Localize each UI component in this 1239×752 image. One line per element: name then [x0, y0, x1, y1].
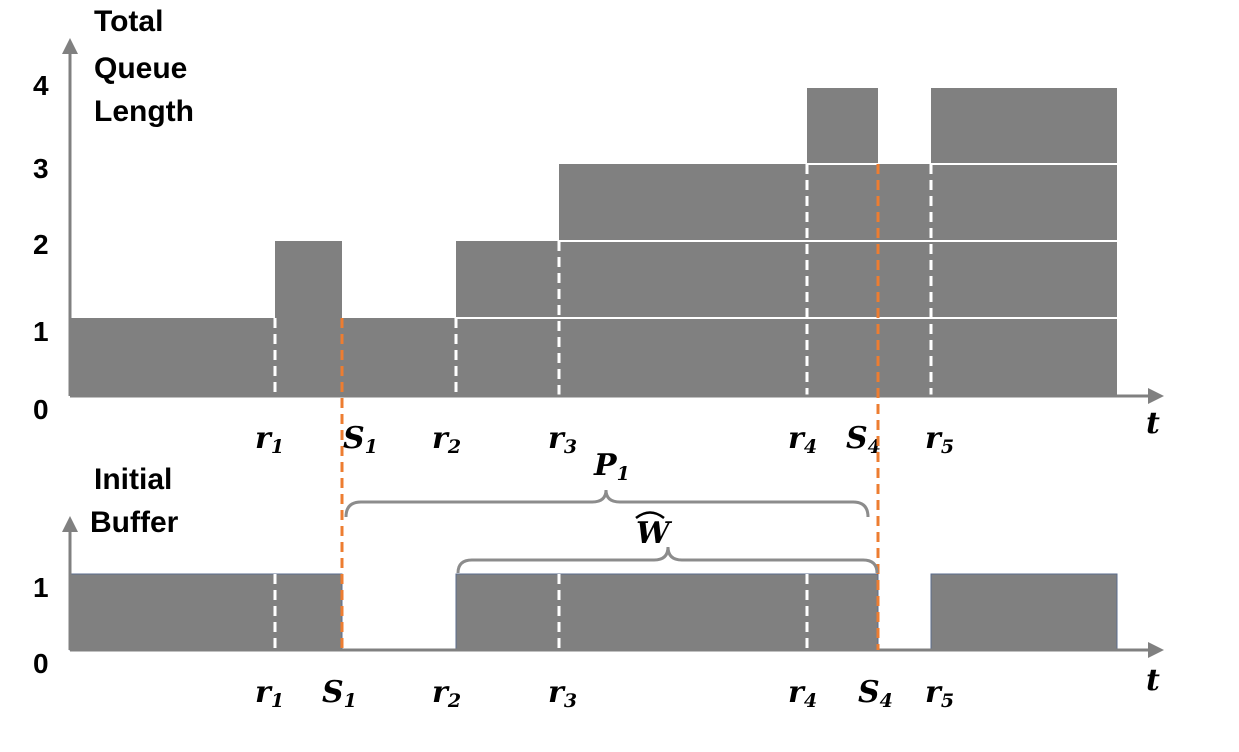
bottom-x-axis-variable: t — [1146, 663, 1160, 698]
top-ytick-4: 4 — [33, 70, 49, 101]
top-event-label-r2: r2 — [432, 421, 461, 458]
top-event-labels: r1 S1 r2 r3 r4 S4 r5 — [255, 421, 954, 458]
top-axes — [62, 38, 1164, 404]
bottom-y-label-line-1: Initial — [94, 463, 172, 496]
buffer-block-start-s1 — [69, 573, 343, 651]
bottom-event-label-r1: r1 — [255, 675, 284, 712]
brace-w-letter: W — [636, 516, 673, 551]
bottom-event-label-r3: r3 — [548, 675, 577, 712]
top-ytick-2: 2 — [33, 229, 49, 260]
bottom-ytick-1: 1 — [33, 572, 49, 603]
top-event-label-r4: r4 — [788, 421, 817, 458]
bottom-event-labels: r1 S1 r2 r3 r4 S4 r5 — [255, 675, 954, 712]
brace-w — [456, 546, 879, 574]
top-y-label-line-2: Queue — [94, 52, 187, 85]
brace-w-hat — [635, 511, 665, 520]
queue-level-2-block — [456, 241, 1117, 318]
brace-w-shape — [456, 546, 879, 574]
bottom-y-ticks: 0 1 — [33, 572, 49, 679]
top-y-label: Total Queue Length — [94, 5, 196, 128]
bottom-event-label-s1: S1 — [322, 675, 357, 712]
bottom-event-dashes — [273, 574, 809, 650]
top-ytick-3: 3 — [33, 153, 49, 184]
top-event-label-s4: S4 — [846, 421, 881, 458]
bottom-x-arrowhead — [1148, 642, 1164, 658]
top-y-label-line-3: Length — [94, 95, 194, 128]
bottom-event-label-r4: r4 — [788, 675, 817, 712]
bottom-event-label-r5: r5 — [925, 675, 954, 712]
bottom-plot: Initial Buffer 0 1 t r1 S1 r2 r3 r4 S4 r… — [33, 463, 1164, 712]
top-ytick-0: 0 — [33, 394, 49, 425]
bottom-y-label-line-2: Buffer — [90, 506, 179, 539]
top-event-label-r3: r3 — [548, 421, 577, 458]
queue-level-1-base — [70, 318, 1117, 396]
brace-w-label: W — [635, 511, 673, 551]
bottom-y-label: Initial Buffer — [90, 463, 181, 539]
queue-level-4-block-r5 — [931, 88, 1117, 164]
top-event-dashes — [273, 164, 933, 396]
top-event-label-r5: r5 — [925, 421, 954, 458]
bottom-event-label-s4: S4 — [858, 675, 893, 712]
top-ytick-1: 1 — [33, 316, 49, 347]
top-queue-area — [70, 88, 1117, 396]
bottom-event-label-r2: r2 — [432, 675, 461, 712]
bottom-axes — [62, 516, 1164, 658]
top-y-ticks: 0 1 2 3 4 — [33, 70, 49, 425]
buffer-block-r5 — [930, 573, 1118, 651]
top-y-arrowhead — [62, 38, 78, 54]
queue-bump-r1-s1 — [275, 241, 342, 318]
brace-p1-label: P1 — [593, 448, 630, 485]
bottom-ytick-0: 0 — [33, 648, 49, 679]
brace-p1-shape — [344, 489, 870, 518]
bottom-y-arrowhead — [62, 516, 78, 532]
bottom-buffer-area — [69, 573, 1118, 651]
brace-p1 — [344, 489, 870, 518]
top-y-label-line-1: Total — [94, 5, 163, 38]
top-event-label-s1: S1 — [343, 421, 378, 458]
top-x-axis-variable: t — [1146, 406, 1160, 441]
top-level-separators — [456, 163, 1117, 319]
top-x-arrowhead — [1148, 388, 1164, 404]
queue-level-4-block-r4-s4 — [807, 88, 878, 164]
buffer-block-r2-s4 — [455, 573, 879, 651]
top-plot: Total Queue Length 0 1 2 3 4 t r1 S1 r2 … — [33, 5, 1164, 458]
queue-level-3-block — [559, 164, 1117, 241]
top-event-label-r1: r1 — [255, 421, 284, 458]
